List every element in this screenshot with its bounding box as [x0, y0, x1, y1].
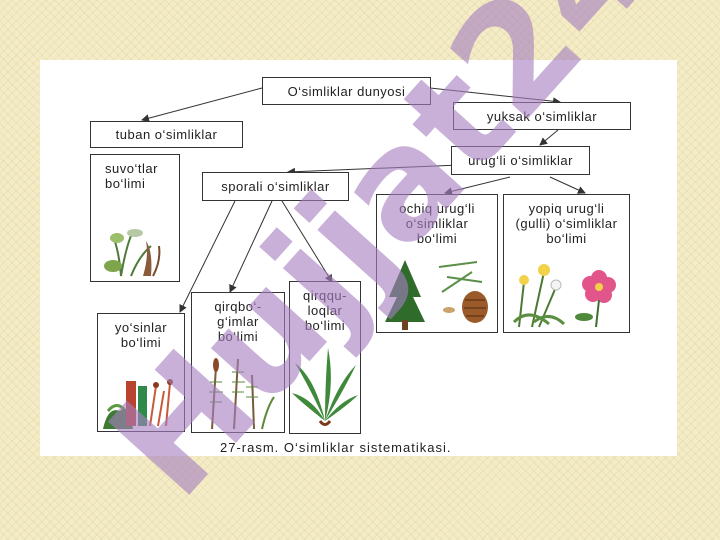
arrow-spore-to-moss: [179, 200, 236, 313]
fern-box: qirqqu- loqlar bo‘limi: [289, 281, 361, 434]
gymnosperm-label: ochiq urug‘li o‘simliklar bo‘limi: [399, 201, 475, 246]
spore-plants-label: sporali o‘simliklar: [221, 179, 330, 194]
higher-plants-box: yuksak o‘simliklar: [453, 102, 631, 130]
arrow-spore-to-fern: [281, 200, 333, 283]
figure-caption: 27-rasm. O‘simliklar sistematikasi.: [220, 440, 452, 455]
algae-box: suvo‘tlar bo‘limi: [90, 154, 180, 282]
root-box: O‘simliklar dunyosi: [262, 77, 431, 105]
arrow-seed-to-angio: [549, 176, 586, 194]
moss-label: yo‘sinlar bo‘limi: [114, 320, 168, 350]
horsetail-label: qirqbo‘- g‘imlar bo‘limi: [214, 299, 262, 344]
angiosperm-box: yopiq urug‘li (gulli) o‘simliklar bo‘lim…: [503, 194, 630, 333]
arrow-spore-to-horsetail: [229, 200, 273, 293]
angiosperm-illustration: [512, 264, 616, 328]
seed-plants-label: urug‘li o‘simliklar: [468, 153, 573, 168]
arrow-root-to-higher: [429, 87, 561, 106]
lower-plants-label: tuban o‘simliklar: [115, 127, 218, 142]
horsetail-illustration: [209, 358, 275, 430]
higher-plants-label: yuksak o‘simliklar: [486, 108, 598, 124]
gymnosperm-box: ochiq urug‘li o‘simliklar bo‘limi: [376, 194, 498, 333]
fern-label: qirqqu- loqlar bo‘limi: [303, 288, 347, 333]
arrow-root-to-lower: [141, 87, 263, 123]
fern-illustration: [292, 348, 358, 426]
arrow-higher-to-seed: [539, 129, 559, 146]
gymnosperm-illustration: [385, 260, 488, 330]
angiosperm-label: yopiq urug‘li (gulli) o‘simliklar bo‘lim…: [515, 201, 618, 246]
root-label: O‘simliklar dunyosi: [287, 83, 406, 99]
diagram-slide: O‘simliklar dunyosi yuksak o‘simliklar t…: [40, 60, 677, 456]
arrow-seed-to-gymno: [444, 176, 511, 196]
algae-illustration: [104, 229, 161, 277]
algae-label: suvo‘tlar bo‘limi: [105, 161, 158, 191]
moss-illustration: [103, 379, 173, 429]
horsetail-box: qirqbo‘- g‘imlar bo‘limi: [191, 292, 285, 433]
moss-box: yo‘sinlar bo‘limi: [97, 313, 185, 432]
lower-plants-box: tuban o‘simliklar: [90, 121, 243, 148]
spore-plants-box: sporali o‘simliklar: [202, 172, 349, 201]
seed-plants-box: urug‘li o‘simliklar: [451, 146, 590, 175]
